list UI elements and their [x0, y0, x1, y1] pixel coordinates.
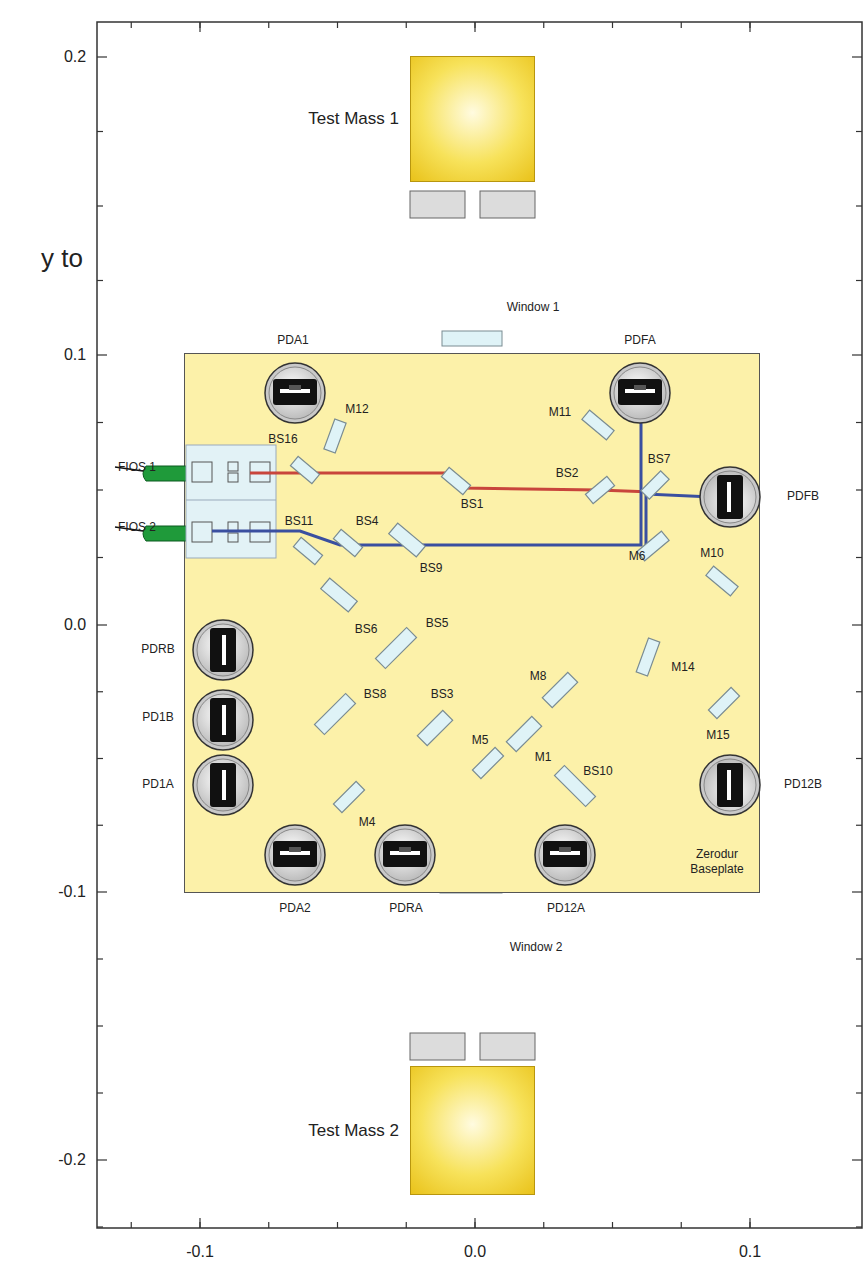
photodiode-label: PDRA: [389, 902, 422, 915]
beamsplitter-label: BS16: [268, 433, 297, 446]
window-label: Window 1: [507, 301, 560, 314]
photodiode-label: PDRB: [141, 643, 174, 656]
beamsplitter-label: BS6: [355, 623, 378, 636]
photodiode-label: PDFB: [787, 490, 819, 503]
photodiode-label: PD1B: [142, 711, 173, 724]
photodiode-label: PD1A: [142, 778, 173, 791]
fios-label: FIOS 2: [118, 521, 156, 534]
beamsplitter-label: BS1: [461, 498, 484, 511]
window-label: Window 2: [510, 941, 563, 954]
axis-tick: 0.1: [64, 346, 86, 364]
mirror-label: M14: [671, 661, 694, 674]
photodiode-label: PD12A: [547, 902, 585, 915]
test-mass-label: Test Mass 2: [308, 1121, 399, 1141]
mirror-label: M12: [345, 403, 368, 416]
photodiode-label: PDA2: [279, 902, 310, 915]
cut-off-text: y to: [41, 244, 83, 273]
beamsplitter-label: BS9: [420, 562, 443, 575]
mirror-label: M10: [700, 547, 723, 560]
beamsplitter-label: BS2: [556, 467, 579, 480]
axis-tick: -0.1: [58, 883, 86, 901]
mirror-label: M15: [706, 729, 729, 742]
beamsplitter-label: BS8: [364, 688, 387, 701]
beamsplitter-label: BS5: [426, 617, 449, 630]
axis-tick: 0.1: [739, 1243, 761, 1261]
beamsplitter-label: BS11: [285, 515, 313, 528]
axis-tick: -0.2: [58, 1151, 86, 1169]
beamsplitter-label: BS4: [356, 515, 379, 528]
photodiode-label: PDA1: [277, 334, 308, 347]
beamsplitter-label: BS10: [583, 765, 612, 778]
photodiode-label: PDFA: [624, 334, 655, 347]
mirror-label: M4: [359, 816, 376, 829]
test-mass: Test Mass 2: [410, 1066, 535, 1195]
mirror-label: M1: [535, 751, 552, 764]
test-mass-label: Test Mass 1: [308, 109, 399, 129]
test-mass: Test Mass 1: [410, 56, 535, 182]
baseplate-label: Zerodur Baseplate: [677, 847, 757, 878]
mirror-label: M6: [629, 550, 646, 563]
axis-tick: 0.0: [464, 1243, 486, 1261]
mirror-label: M5: [472, 734, 489, 747]
beamsplitter-label: BS7: [648, 453, 671, 466]
axis-tick: 0.2: [64, 48, 86, 66]
axis-tick: -0.1: [186, 1243, 214, 1261]
mirror-label: M8: [530, 670, 547, 683]
photodiode-label: PD12B: [784, 778, 822, 791]
beamsplitter-label: BS3: [431, 688, 454, 701]
axis-tick: 0.0: [64, 616, 86, 634]
fios-label: FIOS 1: [118, 461, 156, 474]
mirror-label: M11: [549, 406, 571, 419]
